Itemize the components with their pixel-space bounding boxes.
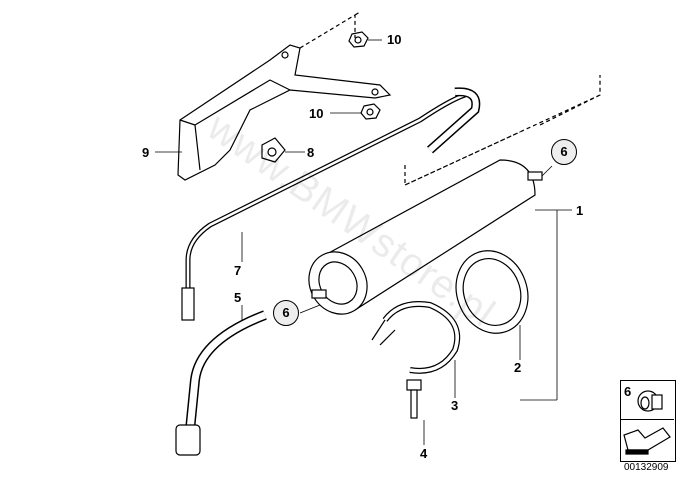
inset-arrow-icon xyxy=(623,427,671,455)
callout-10-middle: 10 xyxy=(309,106,324,121)
inset-grommet-icon xyxy=(637,390,663,412)
inset-legend xyxy=(620,380,676,462)
inset-label: 6 xyxy=(624,384,632,399)
clip-8 xyxy=(261,137,286,163)
callout-6-bottom: 6 xyxy=(273,300,299,326)
rubber-sleeve-2 xyxy=(455,250,529,334)
nut-10-middle xyxy=(360,103,381,120)
callout-9: 9 xyxy=(142,145,150,160)
callout-8: 8 xyxy=(307,145,315,160)
callout-1: 1 xyxy=(576,203,584,218)
bolt-4 xyxy=(406,379,422,419)
callout-4: 4 xyxy=(420,446,428,461)
hose-5 xyxy=(175,310,267,456)
clamp-3 xyxy=(371,301,461,374)
callout-6-top: 6 xyxy=(551,139,577,165)
inset-divider xyxy=(620,419,674,420)
callout-2: 2 xyxy=(514,360,522,375)
fuel-filter xyxy=(308,159,543,315)
callout-10-top: 10 xyxy=(387,32,402,47)
callout-5: 5 xyxy=(234,290,242,305)
leader-lines xyxy=(155,39,572,445)
diagram-number: 00132909 xyxy=(624,462,669,473)
fuel-line-7 xyxy=(181,87,481,321)
bracket xyxy=(177,44,392,181)
callout-7: 7 xyxy=(234,263,242,278)
callout-3: 3 xyxy=(451,398,459,413)
nut-10-top xyxy=(348,31,369,48)
